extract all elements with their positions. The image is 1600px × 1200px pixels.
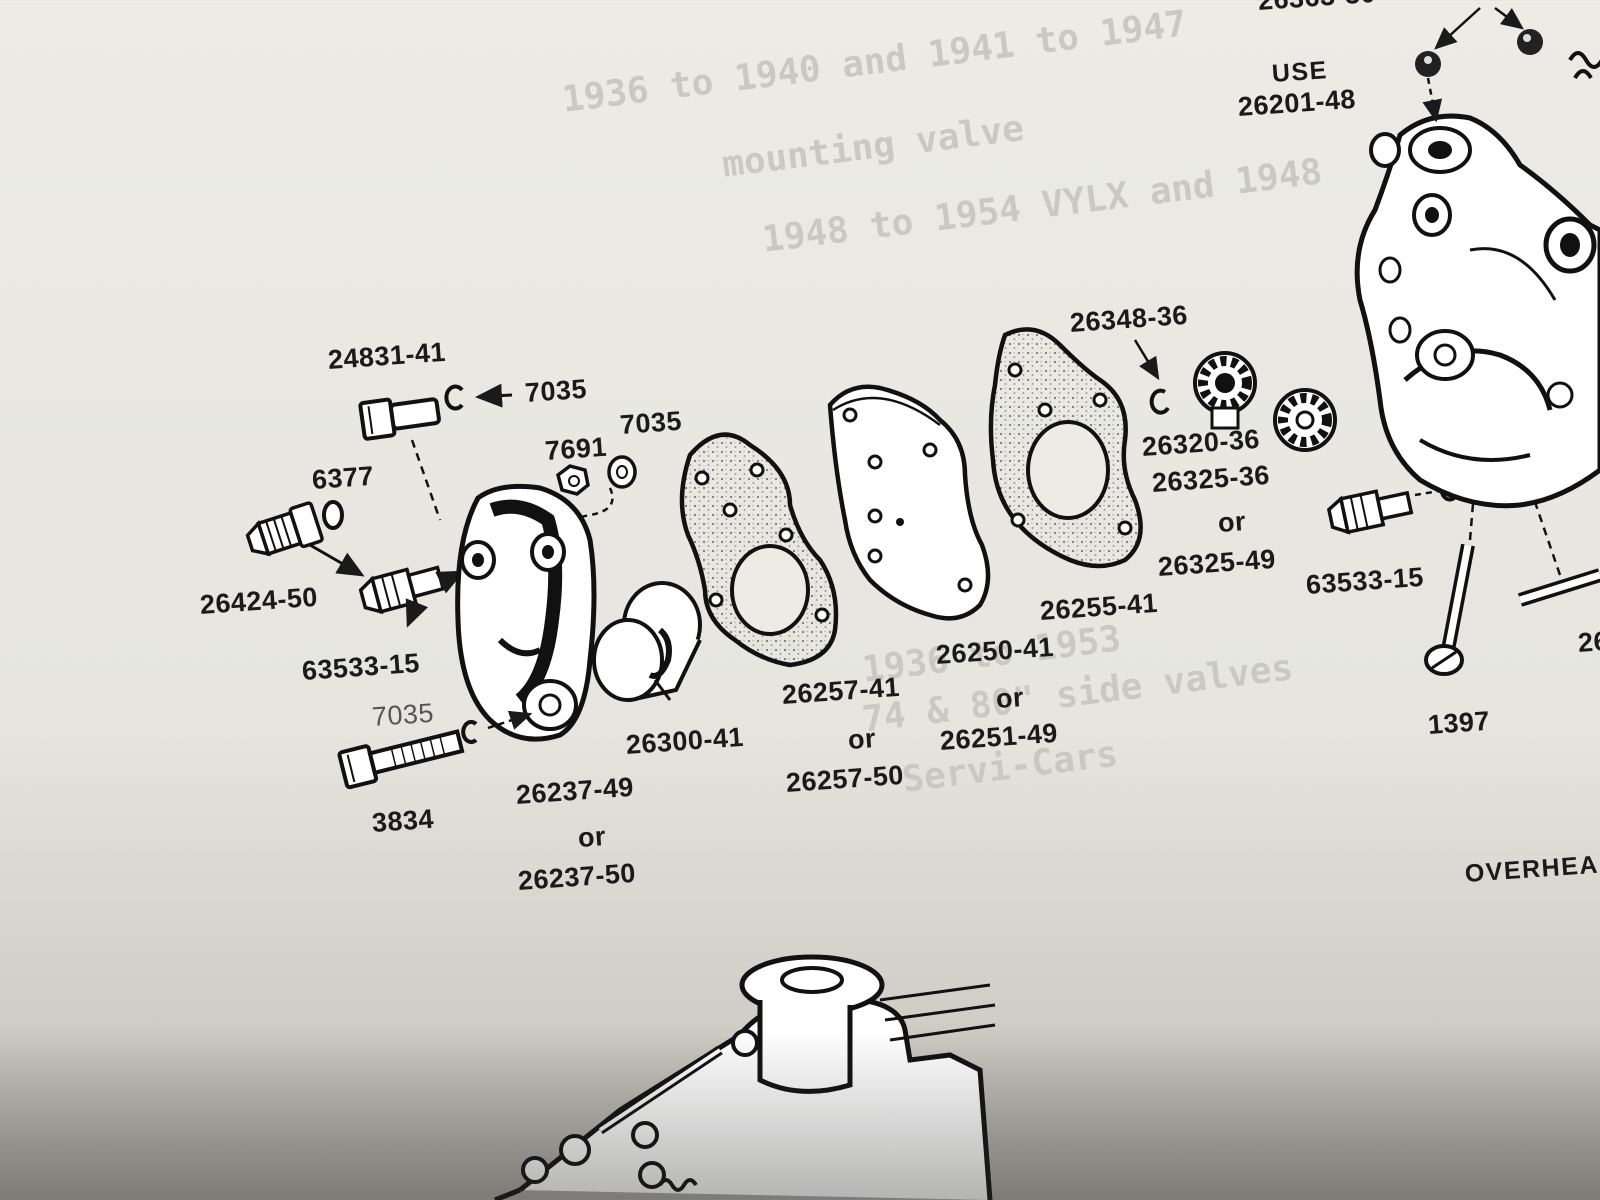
arrow-ball-a — [1434, 7, 1481, 50]
pump-cover-26237 — [455, 483, 597, 742]
arrow-ball-b — [1494, 6, 1525, 30]
fitting-26424-50 — [245, 501, 324, 557]
dash-ball — [1422, 77, 1443, 123]
fitting-63533-15-a — [358, 565, 446, 615]
engine-drawing-lower — [494, 954, 996, 1200]
gasket-26255-41 — [988, 327, 1143, 569]
label-or-4: or — [1216, 506, 1247, 538]
label-3834: 3834 — [370, 803, 435, 838]
arrow-label-63533 — [405, 598, 429, 628]
gasket-26257-41 — [679, 432, 839, 668]
pump-body — [1354, 113, 1600, 509]
leader-26300 — [653, 679, 672, 701]
nut-7691 — [556, 464, 590, 496]
label-6377: 6377 — [310, 460, 375, 495]
label-7691: 7691 — [543, 431, 608, 466]
fitting-63533-15-b — [1326, 489, 1414, 535]
ball-b — [1517, 29, 1543, 55]
pump-plate-26250-41 — [827, 384, 991, 621]
cap-screw-24831-41 — [358, 397, 441, 441]
label-or-3: or — [994, 682, 1025, 714]
washer-6377 — [322, 500, 344, 530]
arrow-fitting — [309, 543, 365, 577]
lock-washer-7035-a — [444, 384, 464, 411]
spring-icon — [1568, 51, 1600, 69]
bolt-3834 — [337, 729, 465, 790]
label-7035-a: 7035 — [523, 373, 588, 408]
screw-1397 — [1424, 543, 1475, 676]
label-or-2: or — [846, 723, 877, 755]
label-or-1: or — [576, 821, 607, 853]
label-1397: 1397 — [1426, 705, 1491, 740]
label-7035-b: 7035 — [618, 405, 683, 440]
gear-26325-36 — [1273, 388, 1337, 452]
check-valve-26300-41 — [592, 581, 702, 703]
gear-26320-36 — [1193, 351, 1257, 430]
dash-arrow-bolt — [487, 710, 533, 730]
lock-washer-7035-b — [607, 455, 637, 489]
label-cut-right: 26 — [1576, 625, 1600, 658]
lock-washer-7035-c — [461, 720, 478, 744]
arrow-7035-a — [475, 383, 513, 408]
snap-ring-26348-36 — [1149, 388, 1170, 415]
dash-line-screw — [410, 439, 442, 521]
arrow-snap-ring — [1133, 339, 1160, 381]
label-7035-c: 7035 — [370, 697, 435, 732]
label-use: USE — [1270, 56, 1329, 88]
